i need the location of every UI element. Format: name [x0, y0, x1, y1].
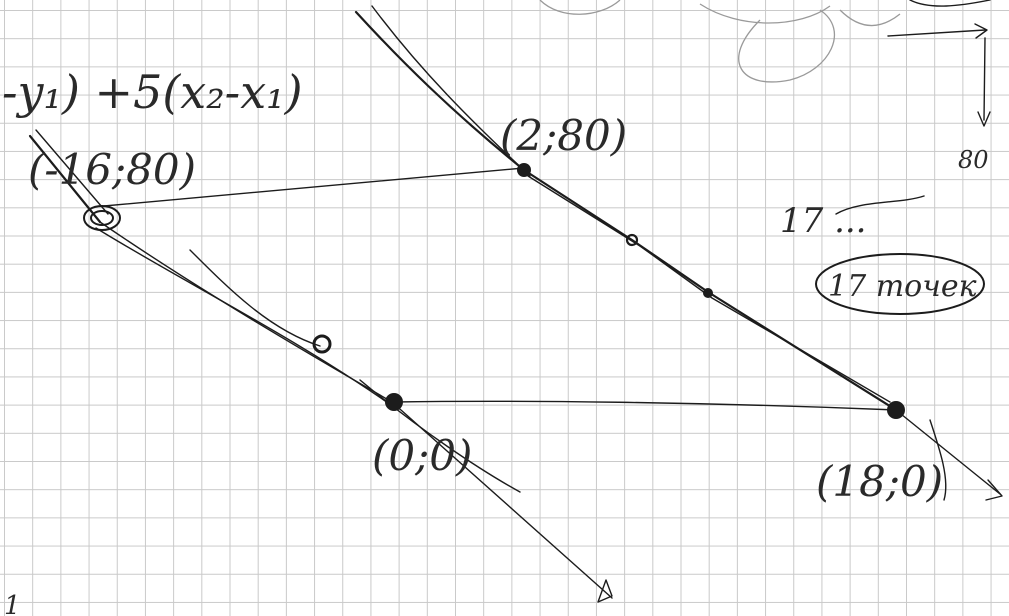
left-diagonal [28, 129, 613, 603]
right-diagonal [354, 5, 1003, 501]
point-label-2-80: (2;80) [500, 111, 627, 160]
note-strike [835, 195, 925, 215]
vertex-markers [83, 163, 905, 419]
point-label-0-0: (0;0) [372, 431, 472, 480]
axis-value-label: 80 [958, 146, 989, 174]
formula-fragment: -y₁) +5(x₂-x₁) [2, 65, 303, 119]
note-boxed-outline [815, 253, 985, 315]
note-boxed: 17 точек [828, 269, 977, 304]
faint-scribbles [539, 0, 901, 83]
point-label-neg16-80: (-16;80) [28, 145, 196, 194]
top-edge [103, 167, 525, 207]
corner-mark: 1 [4, 591, 21, 616]
point-label-18-0: (18;0) [816, 457, 943, 506]
axes-sketch: 80 [887, 0, 991, 174]
bottom-edge [393, 400, 897, 411]
